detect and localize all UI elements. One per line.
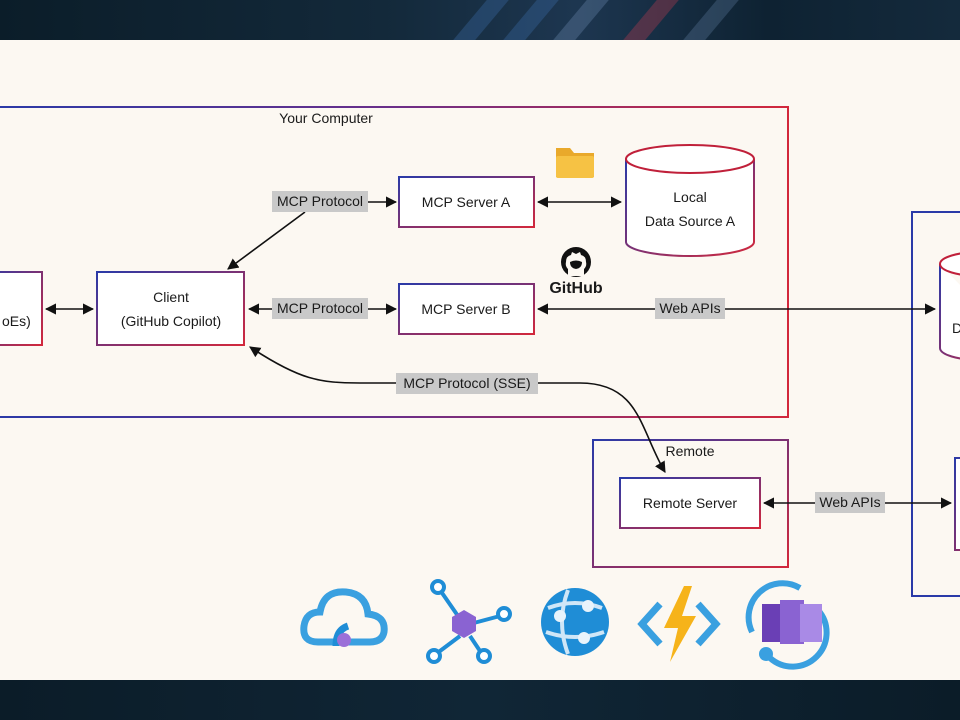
- external-data-label: D: [952, 320, 960, 336]
- folder-icon: [556, 148, 594, 178]
- mcp-server-b-label: MCP Server B: [421, 301, 510, 317]
- mcp-server-a-label: MCP Server A: [422, 194, 511, 210]
- azure-container-icon: [745, 580, 830, 670]
- local-data-source-cylinder: [625, 144, 755, 257]
- host-label: oEs): [2, 313, 31, 329]
- github-icon: [561, 247, 591, 277]
- external-services-boundary: [911, 211, 960, 597]
- mcp-server-b-box: [398, 283, 535, 335]
- host-box: [0, 271, 43, 346]
- edge-client-remote: [249, 346, 666, 473]
- top-background-band: [0, 0, 960, 40]
- azure-graph-icon: [426, 579, 512, 664]
- client-label-line2: (GitHub Copilot): [121, 313, 221, 329]
- edge-label-server-b-web: Web APIs: [659, 300, 720, 316]
- local-data-label-line2: Data Source A: [645, 213, 736, 229]
- edge-label-client-remote: MCP Protocol (SSE): [403, 375, 530, 391]
- azure-icons-row: [300, 579, 830, 670]
- azure-functions-icon: [637, 586, 721, 662]
- edge-label-client-server-a: MCP Protocol: [277, 193, 363, 209]
- architecture-diagram: Your Computer Remote oEs) Client (GitHub…: [0, 106, 960, 597]
- remote-server-box: [619, 477, 761, 529]
- remote-label: Remote: [665, 443, 714, 459]
- local-data-label-line1: Local: [673, 189, 706, 205]
- remote-server-label: Remote Server: [643, 495, 737, 511]
- client-label-line1: Client: [153, 289, 189, 305]
- edge-label-remote-web: Web APIs: [819, 494, 880, 510]
- external-data-cylinder: [939, 252, 960, 360]
- diagram-canvas: Your Computer Remote oEs) Client (GitHub…: [0, 40, 960, 680]
- mcp-server-a-box: [398, 176, 535, 228]
- azure-web-icon: [541, 588, 609, 656]
- github-wordmark: GitHub: [549, 280, 603, 297]
- your-computer-label: Your Computer: [279, 110, 373, 126]
- edge-label-client-server-b: MCP Protocol: [277, 300, 363, 316]
- external-service-box: [954, 457, 960, 551]
- edge-client-server-a: [227, 211, 306, 270]
- azure-api-icon: [300, 588, 388, 647]
- bottom-background-band: [0, 680, 960, 720]
- client-box: [96, 271, 245, 346]
